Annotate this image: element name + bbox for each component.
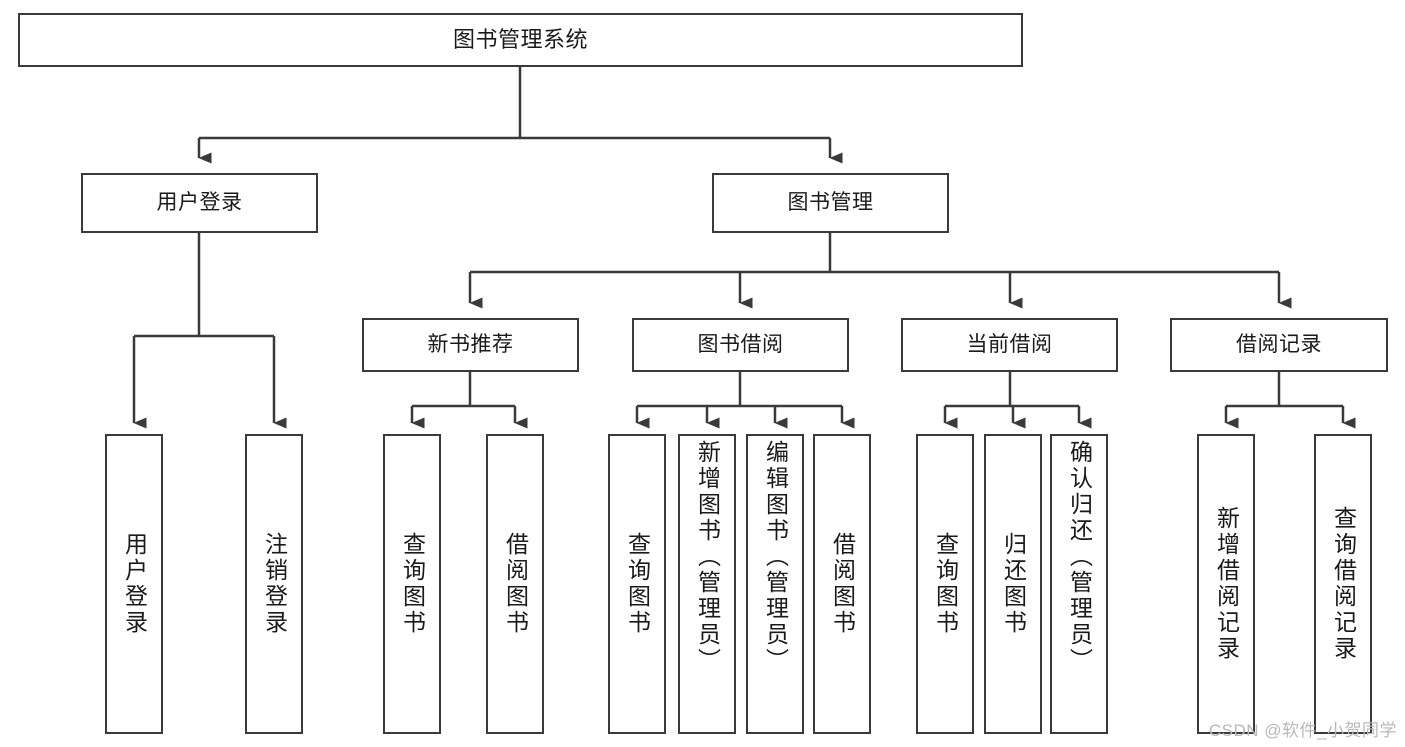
node-borrow-record[interactable]: 借阅记录 <box>1170 318 1388 372</box>
leaf-borrow-book-recommend[interactable]: 借阅图书 <box>486 434 544 734</box>
leaf-query-borrow-record[interactable]: 查询借阅记录 <box>1314 434 1372 734</box>
leaf-confirm-return-admin[interactable]: 确认归还（管理员） <box>1050 434 1108 734</box>
leaf-user-login[interactable]: 用户登录 <box>105 434 163 734</box>
leaf-label: 查询借阅记录 <box>1330 506 1357 662</box>
leaf-borrow-book[interactable]: 借阅图书 <box>813 434 871 734</box>
leaf-query-book-current[interactable]: 查询图书 <box>916 434 974 734</box>
leaf-label: 借阅图书 <box>829 532 856 636</box>
leaf-add-book-admin[interactable]: 新增图书（管理员） <box>678 434 736 734</box>
node-label: 当前借阅 <box>966 333 1053 357</box>
leaf-label: 注销登录 <box>261 532 288 636</box>
leaf-label: 查询图书 <box>624 532 651 636</box>
leaf-label: 编辑图书（管理员） <box>762 440 789 674</box>
node-label: 新书推荐 <box>427 333 514 357</box>
leaf-label: 归还图书 <box>1000 532 1027 636</box>
leaf-label: 查询图书 <box>932 532 959 636</box>
node-label: 图书管理系统 <box>452 26 588 52</box>
leaf-label: 借阅图书 <box>502 532 529 636</box>
node-user-login[interactable]: 用户登录 <box>81 173 318 233</box>
leaf-label: 用户登录 <box>121 532 148 636</box>
leaf-return-book[interactable]: 归还图书 <box>984 434 1042 734</box>
leaf-user-logout[interactable]: 注销登录 <box>245 434 303 734</box>
leaf-edit-book-admin[interactable]: 编辑图书（管理员） <box>746 434 804 734</box>
node-label: 图书借阅 <box>697 333 784 357</box>
node-new-book-recommend[interactable]: 新书推荐 <box>362 318 579 372</box>
node-label: 用户登录 <box>156 191 243 215</box>
leaf-add-borrow-record[interactable]: 新增借阅记录 <box>1197 434 1255 734</box>
node-book-borrow[interactable]: 图书借阅 <box>632 318 849 372</box>
node-book-management[interactable]: 图书管理 <box>712 173 949 233</box>
leaf-label: 查询图书 <box>399 532 426 636</box>
leaf-label: 确认归还（管理员） <box>1066 440 1093 674</box>
node-label: 图书管理 <box>787 191 874 215</box>
node-current-borrow[interactable]: 当前借阅 <box>901 318 1118 372</box>
watermark-text: CSDN @软件_小贺同学 <box>1208 721 1397 740</box>
leaf-query-book-borrow[interactable]: 查询图书 <box>608 434 666 734</box>
leaf-query-book-recommend[interactable]: 查询图书 <box>383 434 441 734</box>
leaf-label: 新增借阅记录 <box>1213 506 1240 662</box>
node-root-system[interactable]: 图书管理系统 <box>18 13 1023 67</box>
node-label: 借阅记录 <box>1236 333 1322 357</box>
leaf-label: 新增图书（管理员） <box>694 440 721 674</box>
